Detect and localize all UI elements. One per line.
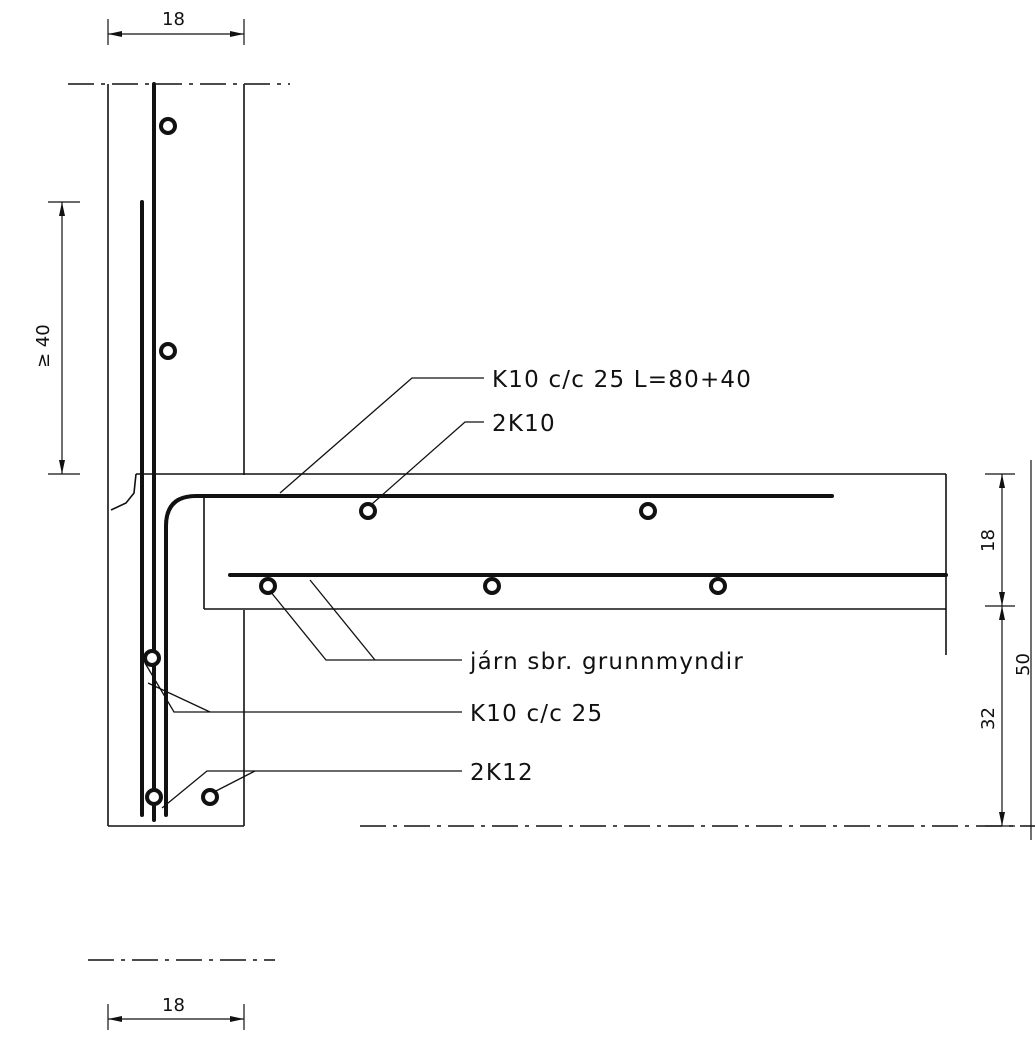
dim-lap-length: ≥ 40 bbox=[33, 324, 54, 368]
l-shaped-top-bar bbox=[164, 494, 834, 817]
rebar-lines bbox=[140, 82, 948, 822]
dim-wall-width-top: 18 bbox=[162, 9, 185, 30]
dim-slab-thickness: 18 bbox=[978, 529, 999, 552]
dim-lower-height: 32 bbox=[978, 707, 999, 730]
dim-wall-width-bottom: 18 bbox=[162, 995, 185, 1016]
label-wall-stirrups: K10 c/c 25 bbox=[470, 701, 603, 727]
dimension-lines bbox=[48, 19, 1032, 1030]
label-wall-bottom-bars: 2K12 bbox=[470, 760, 534, 786]
dim-total-height: 50 bbox=[1013, 653, 1034, 676]
center-lines bbox=[68, 83, 1035, 961]
label-top-bar: K10 c/c 25 L=80+40 bbox=[492, 367, 752, 393]
label-slab-top-bars: 2K10 bbox=[492, 411, 556, 437]
leader-lines bbox=[144, 377, 484, 809]
concrete-outline bbox=[107, 84, 947, 827]
rebar-sections bbox=[143, 117, 727, 806]
label-slab-bottom-bars: járn sbr. grunnmyndir bbox=[469, 649, 744, 675]
